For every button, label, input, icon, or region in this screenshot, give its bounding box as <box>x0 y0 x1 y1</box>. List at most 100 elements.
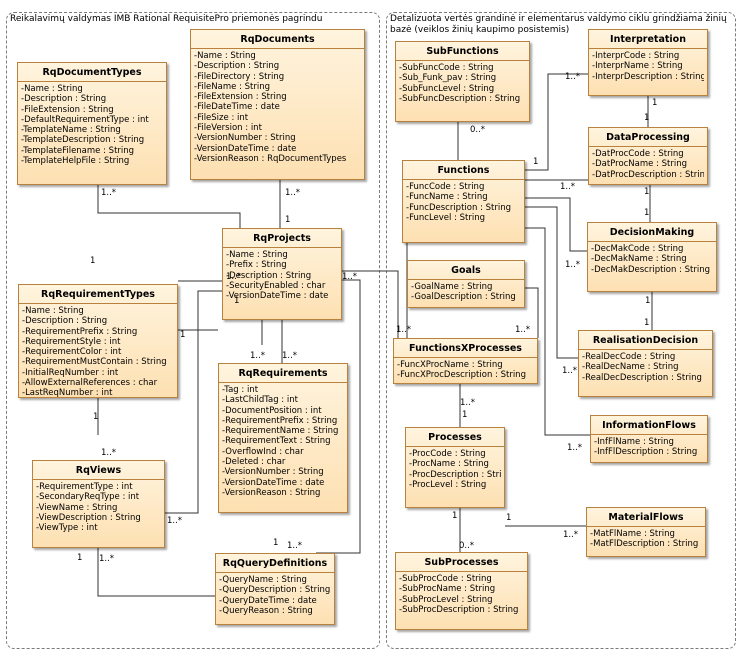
package-knowledge-base-title: Detalizuota vertės grandinė ir elementar… <box>390 14 727 35</box>
class-attribute: -RequirementPrefix : String <box>222 415 338 426</box>
multiplicity-label: 1..* <box>562 366 578 376</box>
class-subfunctions[interactable]: SubFunctions -SubFuncCode : String -Sub_… <box>395 41 530 122</box>
class-name: RqRequirements <box>219 364 347 383</box>
class-attribute: -DefaultRequirementType : int <box>21 114 149 125</box>
class-attribute: -GoalName : String <box>411 282 493 292</box>
class-rqviews[interactable]: RqViews -RequirementType : int -Secondar… <box>32 460 165 548</box>
class-decisionmaking[interactable]: DecisionMaking -DecMakCode : String -Dec… <box>587 222 717 292</box>
class-attribute: -GoalDescription : String <box>411 292 516 303</box>
multiplicity-label: 1..* <box>342 272 358 282</box>
class-attribute: -FileVersion : int <box>194 123 262 134</box>
class-functions[interactable]: Functions -FuncCode : String -FuncName :… <box>402 160 525 243</box>
multiplicity-label: 0..* <box>459 541 475 551</box>
class-attribute: -RequirementType : int <box>36 482 133 492</box>
class-attribute: -RequirementPrefix : String <box>22 326 138 337</box>
class-attribute: -Description : String <box>21 94 107 105</box>
multiplicity-label: 1 <box>234 296 240 306</box>
multiplicity-label: 1 <box>452 511 458 521</box>
class-realisationdecision[interactable]: RealisationDecision -RealDecCode : Strin… <box>578 330 713 397</box>
multiplicity-label: 1..* <box>285 188 301 198</box>
class-attribute: -TemplateDescription : String <box>21 135 145 146</box>
class-attribute: -RequirementMustContain : String <box>22 357 167 368</box>
class-attribute: -TemplateFilename : String <box>21 145 135 156</box>
class-attribute: -SubProcCode : String <box>399 574 492 584</box>
class-rqdocuments[interactable]: RqDocuments -Name : String -Description … <box>190 29 365 180</box>
multiplicity-label: 1 <box>644 113 650 123</box>
class-attribute: -RealDecDescription : String <box>582 372 702 383</box>
multiplicity-label: 1 <box>285 215 291 225</box>
class-attribute: -Prefix : String <box>226 260 287 271</box>
class-attribute: -VersionDateTime : date <box>226 291 329 302</box>
class-attribute: -SubProcLevel : String <box>399 594 493 605</box>
class-rqrequirementtypes[interactable]: RqRequirementTypes -Name : String -Descr… <box>18 284 178 398</box>
class-functionsxprocesses[interactable]: FunctionsXProcesses -FuncXProcName : Str… <box>393 338 538 384</box>
class-name: RqProjects <box>223 229 341 248</box>
class-name: RqDocumentTypes <box>18 63 166 82</box>
class-attribute: -Description : String <box>194 61 280 72</box>
class-attribute: -FuncDescription : String <box>406 202 511 213</box>
multiplicity-label: 1..* <box>565 260 581 270</box>
class-attribute: -Sub_Funk_pav : String <box>399 73 497 84</box>
association-line <box>165 290 225 514</box>
class-rqrequirements[interactable]: RqRequirements -Tag : int -LastChildTag … <box>218 363 348 513</box>
class-attribute: -Name : String <box>22 306 84 316</box>
class-name: Processes <box>406 428 504 447</box>
class-processes[interactable]: Processes -ProcCode : String -ProcName :… <box>405 427 505 508</box>
class-attribute: -ProcLevel : String <box>409 479 487 490</box>
association-line <box>316 279 361 554</box>
class-attribute: -DatProcDescription : String <box>592 169 704 180</box>
class-attribute: -Name : String <box>226 250 288 260</box>
class-attribute: -ViewName : String <box>36 502 118 513</box>
class-attribute: -VersionDateTime : date <box>222 477 325 488</box>
class-name: Goals <box>408 261 524 280</box>
class-attribute: -VersionDateTime : date <box>194 143 297 154</box>
package-requirements-title: Reikalavimų valdymas IMB Rational Requis… <box>10 14 323 24</box>
class-attribute: -RequirementStyle : int <box>22 336 121 347</box>
multiplicity-label: 1..* <box>101 448 117 458</box>
multiplicity-label: 1 <box>93 412 99 422</box>
class-materialflows[interactable]: MaterialFlows -MatFlName : String -MatFl… <box>586 507 706 557</box>
package-requirements <box>6 12 380 649</box>
class-attribute: -TemplateHelpFile : String <box>21 156 130 167</box>
class-dataprocessing[interactable]: DataProcessing -DatProcCode : String -Da… <box>588 127 708 185</box>
class-rqquerydefinitions[interactable]: RqQueryDefinitions -QueryName : String -… <box>215 553 335 625</box>
class-attribute: -QueryReason : String <box>219 605 313 616</box>
class-attribute: -DatProcCode : String <box>592 149 684 159</box>
class-name: MaterialFlows <box>587 508 705 527</box>
multiplicity-label: 1..* <box>565 72 581 82</box>
multiplicity-label: 1..* <box>567 443 583 453</box>
class-name: FunctionsXProcesses <box>394 339 537 358</box>
class-attribute: -RequirementName : String <box>222 426 339 437</box>
class-attribute: -LastReqNumber : int <box>22 388 113 399</box>
class-attribute: -FileDirectory : String <box>194 71 285 82</box>
class-subprocesses[interactable]: SubProcesses -SubProcCode : String -SubP… <box>395 552 528 630</box>
class-attribute: -DatProcName : String <box>592 159 688 170</box>
multiplicity-label: 1..* <box>282 351 298 361</box>
class-attribute: -SubProcDescription : String <box>399 604 519 615</box>
class-name: Interpretation <box>589 30 707 49</box>
class-name: RealisationDecision <box>579 331 712 350</box>
class-attribute: -TemplateName : String <box>21 125 121 136</box>
class-attribute: -MatFlName : String <box>590 529 675 539</box>
class-informationflows[interactable]: InformationFlows -InfFlName : String -In… <box>590 415 708 463</box>
association-line <box>342 270 399 351</box>
class-rqprojects[interactable]: RqProjects -Name : String -Prefix : Stri… <box>222 228 342 320</box>
class-goals[interactable]: Goals -GoalName : String -GoalDescriptio… <box>407 260 525 308</box>
class-attribute: -FileSize : int <box>194 112 249 123</box>
class-attribute: -VersionNumber : String <box>194 133 296 144</box>
multiplicity-label: 1 <box>652 98 658 108</box>
class-attribute: -QueryDescription : String <box>219 585 331 596</box>
class-name: RqQueryDefinitions <box>216 554 334 573</box>
class-rqdocumenttypes[interactable]: RqDocumentTypes -Name : String -Descript… <box>17 62 167 185</box>
multiplicity-label: 1 <box>506 513 512 523</box>
multiplicity-label: 1 <box>644 318 650 328</box>
multiplicity-label: 1..* <box>99 554 115 564</box>
multiplicity-label: 1..* <box>563 530 579 540</box>
association-line <box>525 227 590 436</box>
class-name: RqRequirementTypes <box>19 285 177 304</box>
multiplicity-label: 1..* <box>226 272 242 282</box>
class-interpretation[interactable]: Interpretation -InterprCode : String -In… <box>588 29 708 96</box>
class-name: SubFunctions <box>396 42 529 61</box>
multiplicity-label: 1..* <box>101 188 117 198</box>
